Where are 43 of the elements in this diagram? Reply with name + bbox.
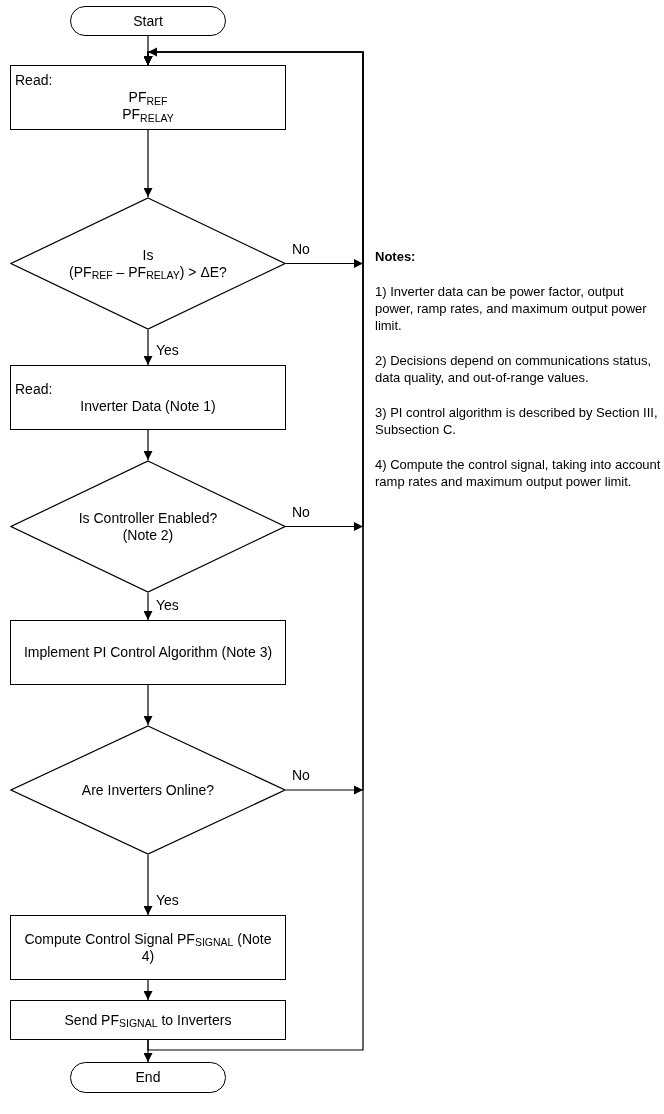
node-text: Is Controller Enabled? (Note 2) xyxy=(77,509,219,544)
edge-label: No xyxy=(292,504,310,519)
node-text: PF$_{REF}$ xyxy=(128,89,168,106)
note-text: 2) Decisions depend on communications status, data quality, and out-of-range values. xyxy=(375,352,653,386)
node-text: Read: xyxy=(14,72,53,89)
edge-label: No xyxy=(292,241,310,256)
process-box xyxy=(10,915,286,980)
note-text: 3) PI control algorithm is described by Section III, Subsection C. xyxy=(375,404,659,438)
process-box xyxy=(10,65,286,130)
edge-label: No xyxy=(292,768,310,782)
arrow xyxy=(143,429,153,461)
edge-label: Yes xyxy=(156,598,179,612)
process-box xyxy=(10,620,286,685)
arrow xyxy=(143,51,364,1051)
node-text: Inverter Data (Note 1) xyxy=(80,397,216,415)
arrow xyxy=(143,979,153,1001)
node-text: Send PF$_{SIGNAL}$ to Inverters xyxy=(64,1011,232,1029)
note-text: 4) Compute the control signal, taking into account ramp rates and maximum output power limit. xyxy=(375,456,661,490)
arrow xyxy=(143,129,153,198)
note-text: 1) Inverter data can be power factor, output power, ramp rates, and maximum output power limit. xyxy=(375,283,648,334)
node-text: PF$_{RELAY}$ xyxy=(122,106,174,123)
terminal-shape xyxy=(70,1062,226,1093)
arrow xyxy=(143,854,153,916)
node-text: End xyxy=(135,1069,161,1086)
node-text: Compute Control Signal PF$_{SIGNAL}$ (Note 4) xyxy=(23,930,273,965)
arrow xyxy=(143,592,153,621)
process-box xyxy=(10,365,286,430)
notes-heading: Notes: xyxy=(375,248,417,265)
decision-diamond xyxy=(10,197,286,330)
node-text: Read: xyxy=(14,380,53,398)
node-text: Are Inverters Online? xyxy=(81,781,215,799)
node-text: Implement PI Control Algorithm (Note 3) xyxy=(23,644,273,661)
terminal-shape xyxy=(70,6,226,36)
decision-diamond xyxy=(10,725,286,855)
arrow xyxy=(143,684,153,726)
node-text: (PF$_{REF}$ – PF$_{RELAY}$) > ΔE? xyxy=(69,263,227,281)
arrow xyxy=(143,329,153,366)
edge-label: Yes xyxy=(156,893,179,907)
node-text: Start xyxy=(133,12,163,30)
process-box xyxy=(10,1000,286,1040)
edge-label: Yes xyxy=(156,343,179,357)
node-text: Is xyxy=(142,246,154,264)
decision-diamond xyxy=(10,460,286,593)
